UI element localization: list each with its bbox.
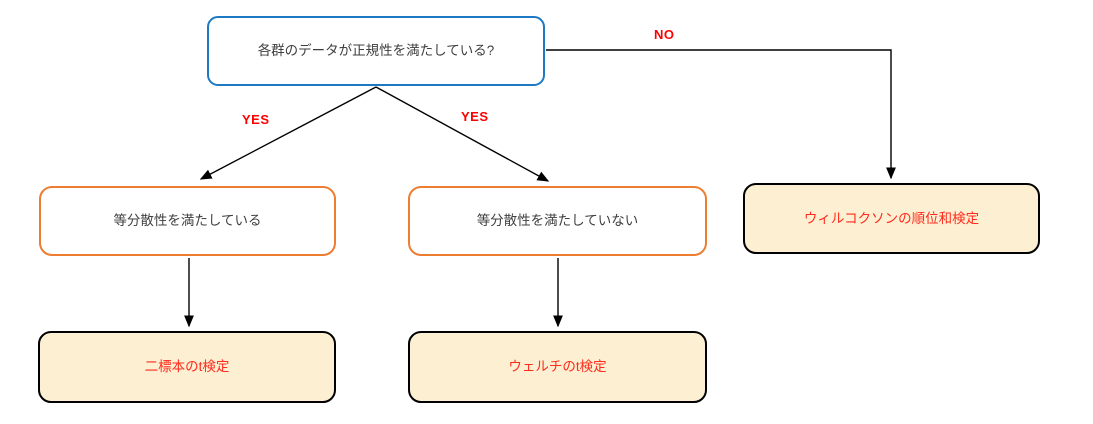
- edge-label-yes-right: YES: [461, 109, 489, 124]
- node-label: 等分散性を満たしている: [113, 213, 262, 229]
- node-two-sample-t-test: 二標本のt検定: [38, 331, 336, 403]
- node-equal-variance-no: 等分散性を満たしていない: [408, 186, 707, 256]
- edge-label-no: NO: [654, 27, 675, 42]
- node-label: 各群のデータが正規性を満たしている?: [257, 43, 495, 59]
- edge-yes-right-arrow: [375, 86, 550, 182]
- node-normality-question: 各群のデータが正規性を満たしている?: [207, 16, 545, 86]
- edge-no-arrow: [546, 49, 896, 180]
- node-wilcoxon-test: ウィルコクソンの順位和検定: [743, 183, 1040, 254]
- node-equal-variance-yes: 等分散性を満たしている: [39, 186, 336, 256]
- edge-label-yes-left: YES: [242, 112, 270, 127]
- node-welch-t-test: ウェルチのt検定: [408, 331, 707, 403]
- node-label: 二標本のt検定: [144, 359, 230, 375]
- edge-yes-left-arrow: [199, 86, 377, 180]
- node-label: 等分散性を満たしていない: [476, 213, 639, 229]
- node-label: ウィルコクソンの順位和検定: [803, 210, 980, 226]
- node-label: ウェルチのt検定: [508, 359, 607, 375]
